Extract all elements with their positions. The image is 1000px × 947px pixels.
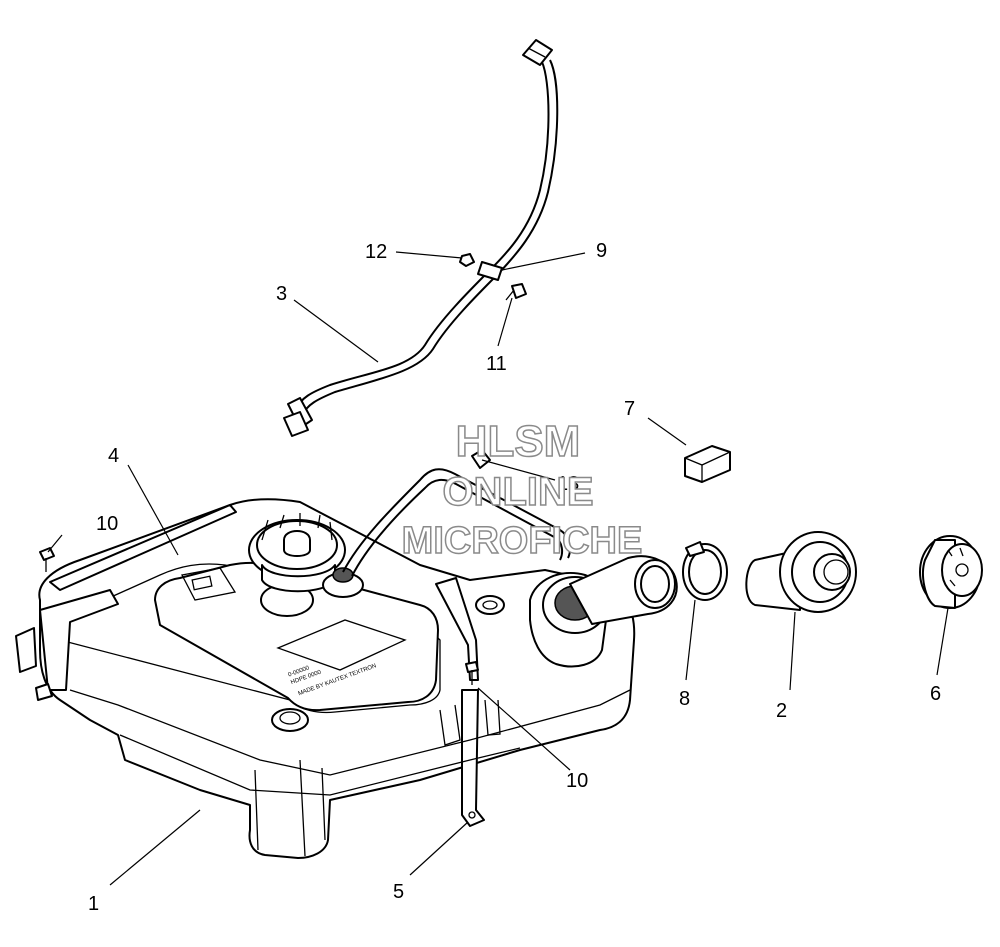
callout-10-right: 10 <box>566 770 588 792</box>
watermark-line3: MICROFICHE <box>402 520 643 562</box>
tank-strap-4 <box>15 504 237 701</box>
callout-9: 9 <box>596 240 607 262</box>
watermark: HLSM ONLINE MICROFICHE <box>401 416 643 563</box>
fuel-cap-6 <box>919 535 983 609</box>
callout-2: 2 <box>776 700 787 722</box>
hose-clamp-8 <box>682 541 728 601</box>
callout-6: 6 <box>930 683 941 705</box>
watermark-line1: HLSM <box>456 417 581 466</box>
callout-10-left: 10 <box>96 513 118 535</box>
bolt-10-left <box>39 547 55 572</box>
vent-hose <box>283 39 559 437</box>
filler-neck <box>529 555 678 668</box>
callout-7: 7 <box>624 398 635 420</box>
callout-labels: 1 2 3 4 5 6 7 8 9 10 10 11 12 13 <box>88 240 941 915</box>
callout-8: 8 <box>679 688 690 710</box>
callout-12: 12 <box>365 241 387 263</box>
callout-11: 11 <box>486 353 507 375</box>
callout-1: 1 <box>88 893 99 915</box>
leader-lines <box>47 251 949 886</box>
callout-13: 13 <box>557 473 579 495</box>
fuel-tank <box>15 468 678 859</box>
hose-clip-13 <box>471 449 491 469</box>
watermark-line2: ONLINE <box>442 470 593 514</box>
bolt-11 <box>505 283 527 301</box>
callout-4: 4 <box>108 445 119 467</box>
callout-5: 5 <box>393 881 404 903</box>
bolt-10-right <box>465 661 479 685</box>
nut-12 <box>459 253 475 267</box>
callout-3: 3 <box>276 283 287 305</box>
fuel-sender-ring <box>248 513 346 593</box>
foam-block-7 <box>684 445 731 483</box>
tank-strap-5 <box>435 577 485 827</box>
filler-adapter-2 <box>745 531 857 613</box>
